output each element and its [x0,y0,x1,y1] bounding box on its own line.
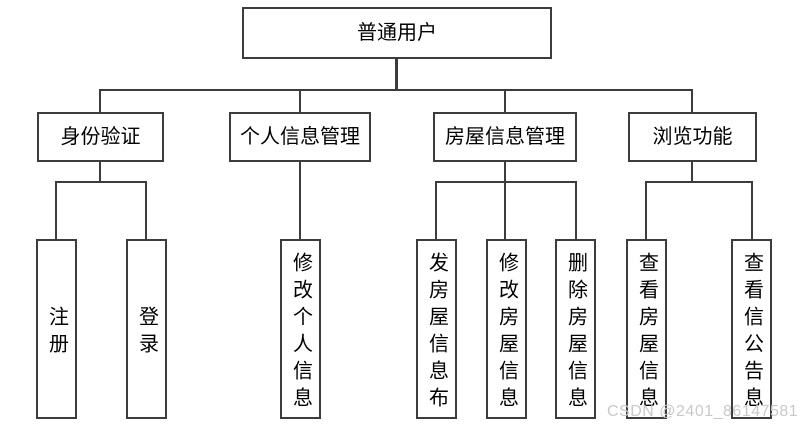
node-label: 查看房屋信息 [635,251,658,414]
csdn-watermark: CSDN @2401_86147581 [607,403,799,420]
node-label: 修改房屋信息 [495,251,518,414]
node-personal-info-management: 个人信息管理 [229,112,371,162]
connector-line [645,181,647,239]
node-label: 普通用户 [357,22,437,44]
node-identity-verification: 身份验证 [37,112,164,162]
connector-line [299,162,301,240]
node-label: 个人信息管理 [240,126,360,148]
connector-line [145,181,147,239]
node-house-info-management: 房屋信息管理 [433,112,577,162]
connector-line [504,181,506,239]
connector-line [435,181,437,239]
connector-line [751,181,753,239]
connector-line [575,181,577,239]
node-login: 登录 [126,239,167,419]
node-label: 浏览功能 [652,126,733,148]
node-label: 登录 [135,305,158,360]
connector-line [395,59,398,91]
connector-line [99,89,693,91]
node-view-house-info: 查看房屋信息 [626,239,667,419]
node-delete-house-info: 删除房屋信息 [555,239,596,419]
node-browse-function: 浏览功能 [628,112,757,162]
node-label: 发房屋信息布 [425,251,448,414]
node-label: 修改个人信息 [289,251,312,414]
node-label: 删除房屋信息 [564,251,587,414]
connector-line [55,181,57,239]
connector-line [435,181,577,183]
node-label: 房屋信息管理 [445,126,565,148]
node-label: 注册 [45,305,68,360]
node-label: 身份验证 [60,126,141,148]
connector-line [99,162,101,182]
node-view-announcement-info: 查看信公告息 [731,239,772,419]
connector-line [99,89,101,112]
node-label: 查看信公告息 [740,251,763,414]
node-modify-house-info: 修改房屋信息 [486,239,527,419]
connector-line [504,89,506,112]
connector-line [691,162,693,182]
connector-line [299,89,301,112]
connector-line [55,181,147,183]
connector-line [645,181,753,183]
node-register: 注册 [36,239,77,419]
node-modify-personal-info: 修改个人信息 [280,239,321,419]
node-publish-house-info: 发房屋信息布 [416,239,457,419]
connector-line [504,162,506,182]
connector-line [691,89,693,112]
node-ordinary-user: 普通用户 [242,7,552,59]
